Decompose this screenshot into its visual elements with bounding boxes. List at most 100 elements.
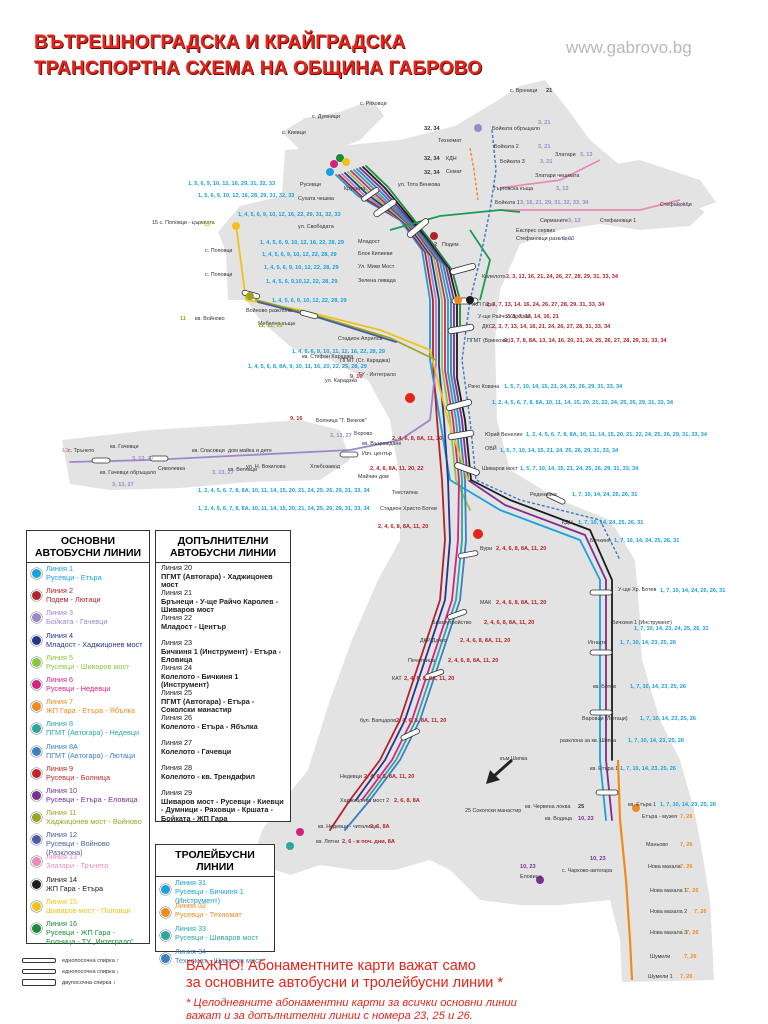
additional-lines-heading: ДОПЪЛНИТЕЛНИ АВТОБУСНИ ЛИНИИ bbox=[156, 531, 290, 563]
stop-line-numbers: 1, 7, 10, 14, 24, 25, 26, 31 bbox=[578, 520, 643, 526]
place-label: ул. Н. Вокилова bbox=[246, 464, 286, 470]
place-label: 25 Соколски манастир bbox=[465, 808, 521, 814]
title-line-2: ТРАНСПОРТНА СХЕМА НА ОБЩИНА ГАБРОВО bbox=[34, 58, 483, 79]
place-label: Крушата bbox=[344, 186, 365, 192]
stop-line-numbers: 15 bbox=[204, 222, 210, 228]
line-name: Линия 2 bbox=[46, 586, 74, 596]
line-route: Шиваров мост - Поповци bbox=[46, 905, 131, 915]
place-label: Стадион Априлов bbox=[338, 336, 383, 342]
place-label: Сиволевка bbox=[158, 466, 185, 472]
map-stop-lines: 1, 5, 6, 9, 10, 12, 16, 29, 31, 32, 331,… bbox=[62, 88, 725, 980]
stop-line-numbers: 2, 4, 6, 8, 8А, 11, 20 bbox=[448, 658, 498, 664]
stop-line-numbers: 2, 4, 6, 8, 8А, 11, 20 bbox=[496, 546, 546, 552]
stop-line-numbers: 1, 4, 5, 6, 9, 10, 12, 16, 22, 29, 31, 3… bbox=[238, 212, 341, 218]
line-name: Линия 33 bbox=[175, 924, 207, 933]
stop-line-numbers: 2, 4, 6, 8, 8А, 11, 20 bbox=[364, 774, 414, 780]
line-name: Линия 15 bbox=[46, 896, 78, 906]
line-name: Линия 14 bbox=[46, 874, 78, 884]
place-label: Стефановци bbox=[660, 202, 692, 208]
line-name: Линия 6 bbox=[46, 674, 74, 684]
line-name: Линия 24 bbox=[161, 663, 193, 672]
place-label: Реденивка bbox=[530, 492, 557, 498]
place-label: Търговска къща bbox=[493, 186, 533, 192]
line-name: Линия 31 bbox=[175, 878, 207, 887]
place-label: Нова махала 3 bbox=[650, 930, 687, 936]
line-route: Младост - Център bbox=[161, 621, 227, 631]
stop-line-numbers: 1, 7, 10, 14, 23, 25, 26 bbox=[620, 640, 676, 646]
place-label: Шумели 1 bbox=[648, 974, 673, 980]
stop-line-numbers: 1, 5, 6, 9, 10, 12, 16, 28, 29, 31, 32, … bbox=[198, 193, 294, 199]
place-label: Майчин дом bbox=[358, 473, 389, 480]
place-label: кв. Бoтев bbox=[593, 684, 616, 690]
place-label: Недевци bbox=[340, 774, 362, 780]
line-color-dot-icon bbox=[31, 767, 42, 779]
place-label: Войново разклона bbox=[246, 307, 292, 314]
place-label: ОВЙ bbox=[485, 444, 497, 452]
important-notice: ВАЖНО! Абонаментните карти важат само за… bbox=[186, 958, 504, 991]
stop-line-numbers: 2, 3, 13, 16, 21, 24, 26, 27, 28, 29, 31… bbox=[506, 274, 619, 280]
stop-line-numbers: 1, 7, 10, 14, 23, 25, 26 bbox=[628, 738, 684, 744]
stop-line-numbers: 1, 7, 10, 14, 24, 25, 26, 31 bbox=[614, 538, 679, 544]
place-label: с. Ряховци bbox=[360, 101, 387, 107]
stop-line-numbers: 3, 16, 21, 29, 31, 32, 33, 34 bbox=[520, 200, 589, 206]
line-name: Линия 13 bbox=[46, 852, 78, 862]
line-color-dot-icon bbox=[31, 612, 42, 624]
place-label: Подем bbox=[442, 242, 459, 248]
place-label: Хлебозавод bbox=[310, 464, 341, 470]
stop-bar-icon bbox=[22, 979, 56, 986]
line-name: Линия 20 bbox=[161, 563, 193, 572]
place-label: ЖП Гара bbox=[472, 302, 494, 308]
line-name: Линия 9 bbox=[46, 763, 74, 773]
stop-line-numbers: 2, 4, 6, 8, 8А, 11, 20 bbox=[392, 436, 442, 442]
website-link[interactable]: www.gabrovo.bg bbox=[566, 38, 692, 57]
place-label: Маньово bbox=[646, 842, 668, 848]
stop-line-numbers: 10, 23 bbox=[590, 856, 606, 862]
line-route: ПГМТ (Автогара) - Недевци bbox=[46, 728, 140, 738]
place-label: Семат bbox=[446, 169, 462, 175]
stop-line-numbers: 1, 4, 5, 6, 9, 10, 12, 22, 28, 29 bbox=[262, 252, 337, 258]
line-color-dot-icon bbox=[31, 878, 42, 890]
line-name: Линия 25 bbox=[161, 688, 193, 697]
place-label: Зелена ливада bbox=[358, 278, 396, 284]
stop-markers[interactable] bbox=[91, 187, 619, 796]
place-label: с. Врнници bbox=[510, 88, 537, 94]
line-name: Линия 5 bbox=[46, 652, 74, 662]
place-label: Вури bbox=[480, 546, 492, 552]
place-label: Стефановци разклона bbox=[516, 236, 572, 242]
line-route: ПГМТ (Автогара) - Лютаци bbox=[46, 750, 136, 760]
line-route: Хаджицонев мост - Войново bbox=[46, 817, 142, 827]
stop-line-numbers: 2, 3, 7, 13, 14, 16, 21, 24, 26, 27, 28,… bbox=[492, 324, 611, 330]
stop-line-numbers: 3, 13 bbox=[568, 218, 580, 224]
